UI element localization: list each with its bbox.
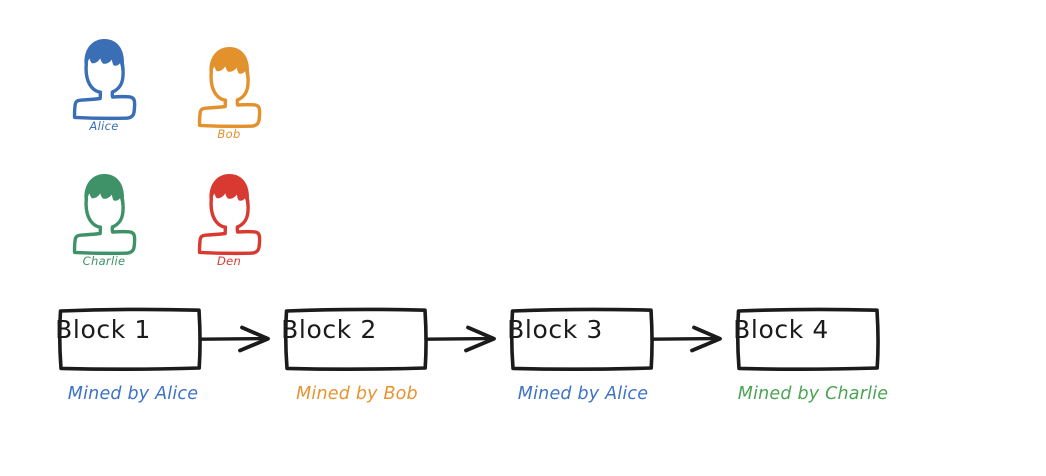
block-caption: Mined by Alice <box>67 384 199 404</box>
participant-label: Charlie <box>82 254 126 268</box>
block-rectangle <box>736 307 880 371</box>
person-avatar-icon <box>72 38 137 121</box>
block-label: Block 4 <box>733 314 829 344</box>
person-avatar-icon <box>72 173 137 256</box>
participants-group: Alice Bob Charlie <box>44 30 304 275</box>
block-node[interactable]: Block 1 Mined by Alice <box>30 296 270 426</box>
block-caption: Mined by Bob <box>296 384 418 404</box>
participant-charlie[interactable]: Charlie <box>44 165 164 275</box>
participant-label: Den <box>216 254 242 268</box>
person-avatar-icon <box>197 46 262 129</box>
block-label: Block 3 <box>507 314 603 344</box>
block-rectangle <box>58 307 202 371</box>
block-label: Block 1 <box>55 314 151 344</box>
person-avatar-icon <box>197 173 262 256</box>
participant-label: Bob <box>217 127 241 141</box>
block-rectangle <box>284 307 428 371</box>
block-rectangle <box>510 307 654 371</box>
participant-label: Alice <box>89 119 119 133</box>
block-label: Block 2 <box>281 314 377 344</box>
block-caption: Mined by Alice <box>517 384 649 404</box>
participant-bob[interactable]: Bob <box>169 38 289 148</box>
participant-alice[interactable]: Alice <box>44 30 164 140</box>
arrow-right-icon <box>198 325 270 353</box>
block-caption: Mined by Charlie <box>737 384 889 404</box>
participant-den[interactable]: Den <box>169 165 289 275</box>
block-node[interactable]: Block 4 Mined by Charlie <box>708 296 934 426</box>
block-node[interactable]: Block 2 Mined by Bob <box>256 296 496 426</box>
blockchain-group: Block 1 Mined by Alice Block 2 Mined by … <box>0 296 1046 426</box>
block-node[interactable]: Block 3 Mined by Alice <box>482 296 722 426</box>
arrow-right-icon <box>650 325 722 353</box>
arrow-right-icon <box>424 325 496 353</box>
